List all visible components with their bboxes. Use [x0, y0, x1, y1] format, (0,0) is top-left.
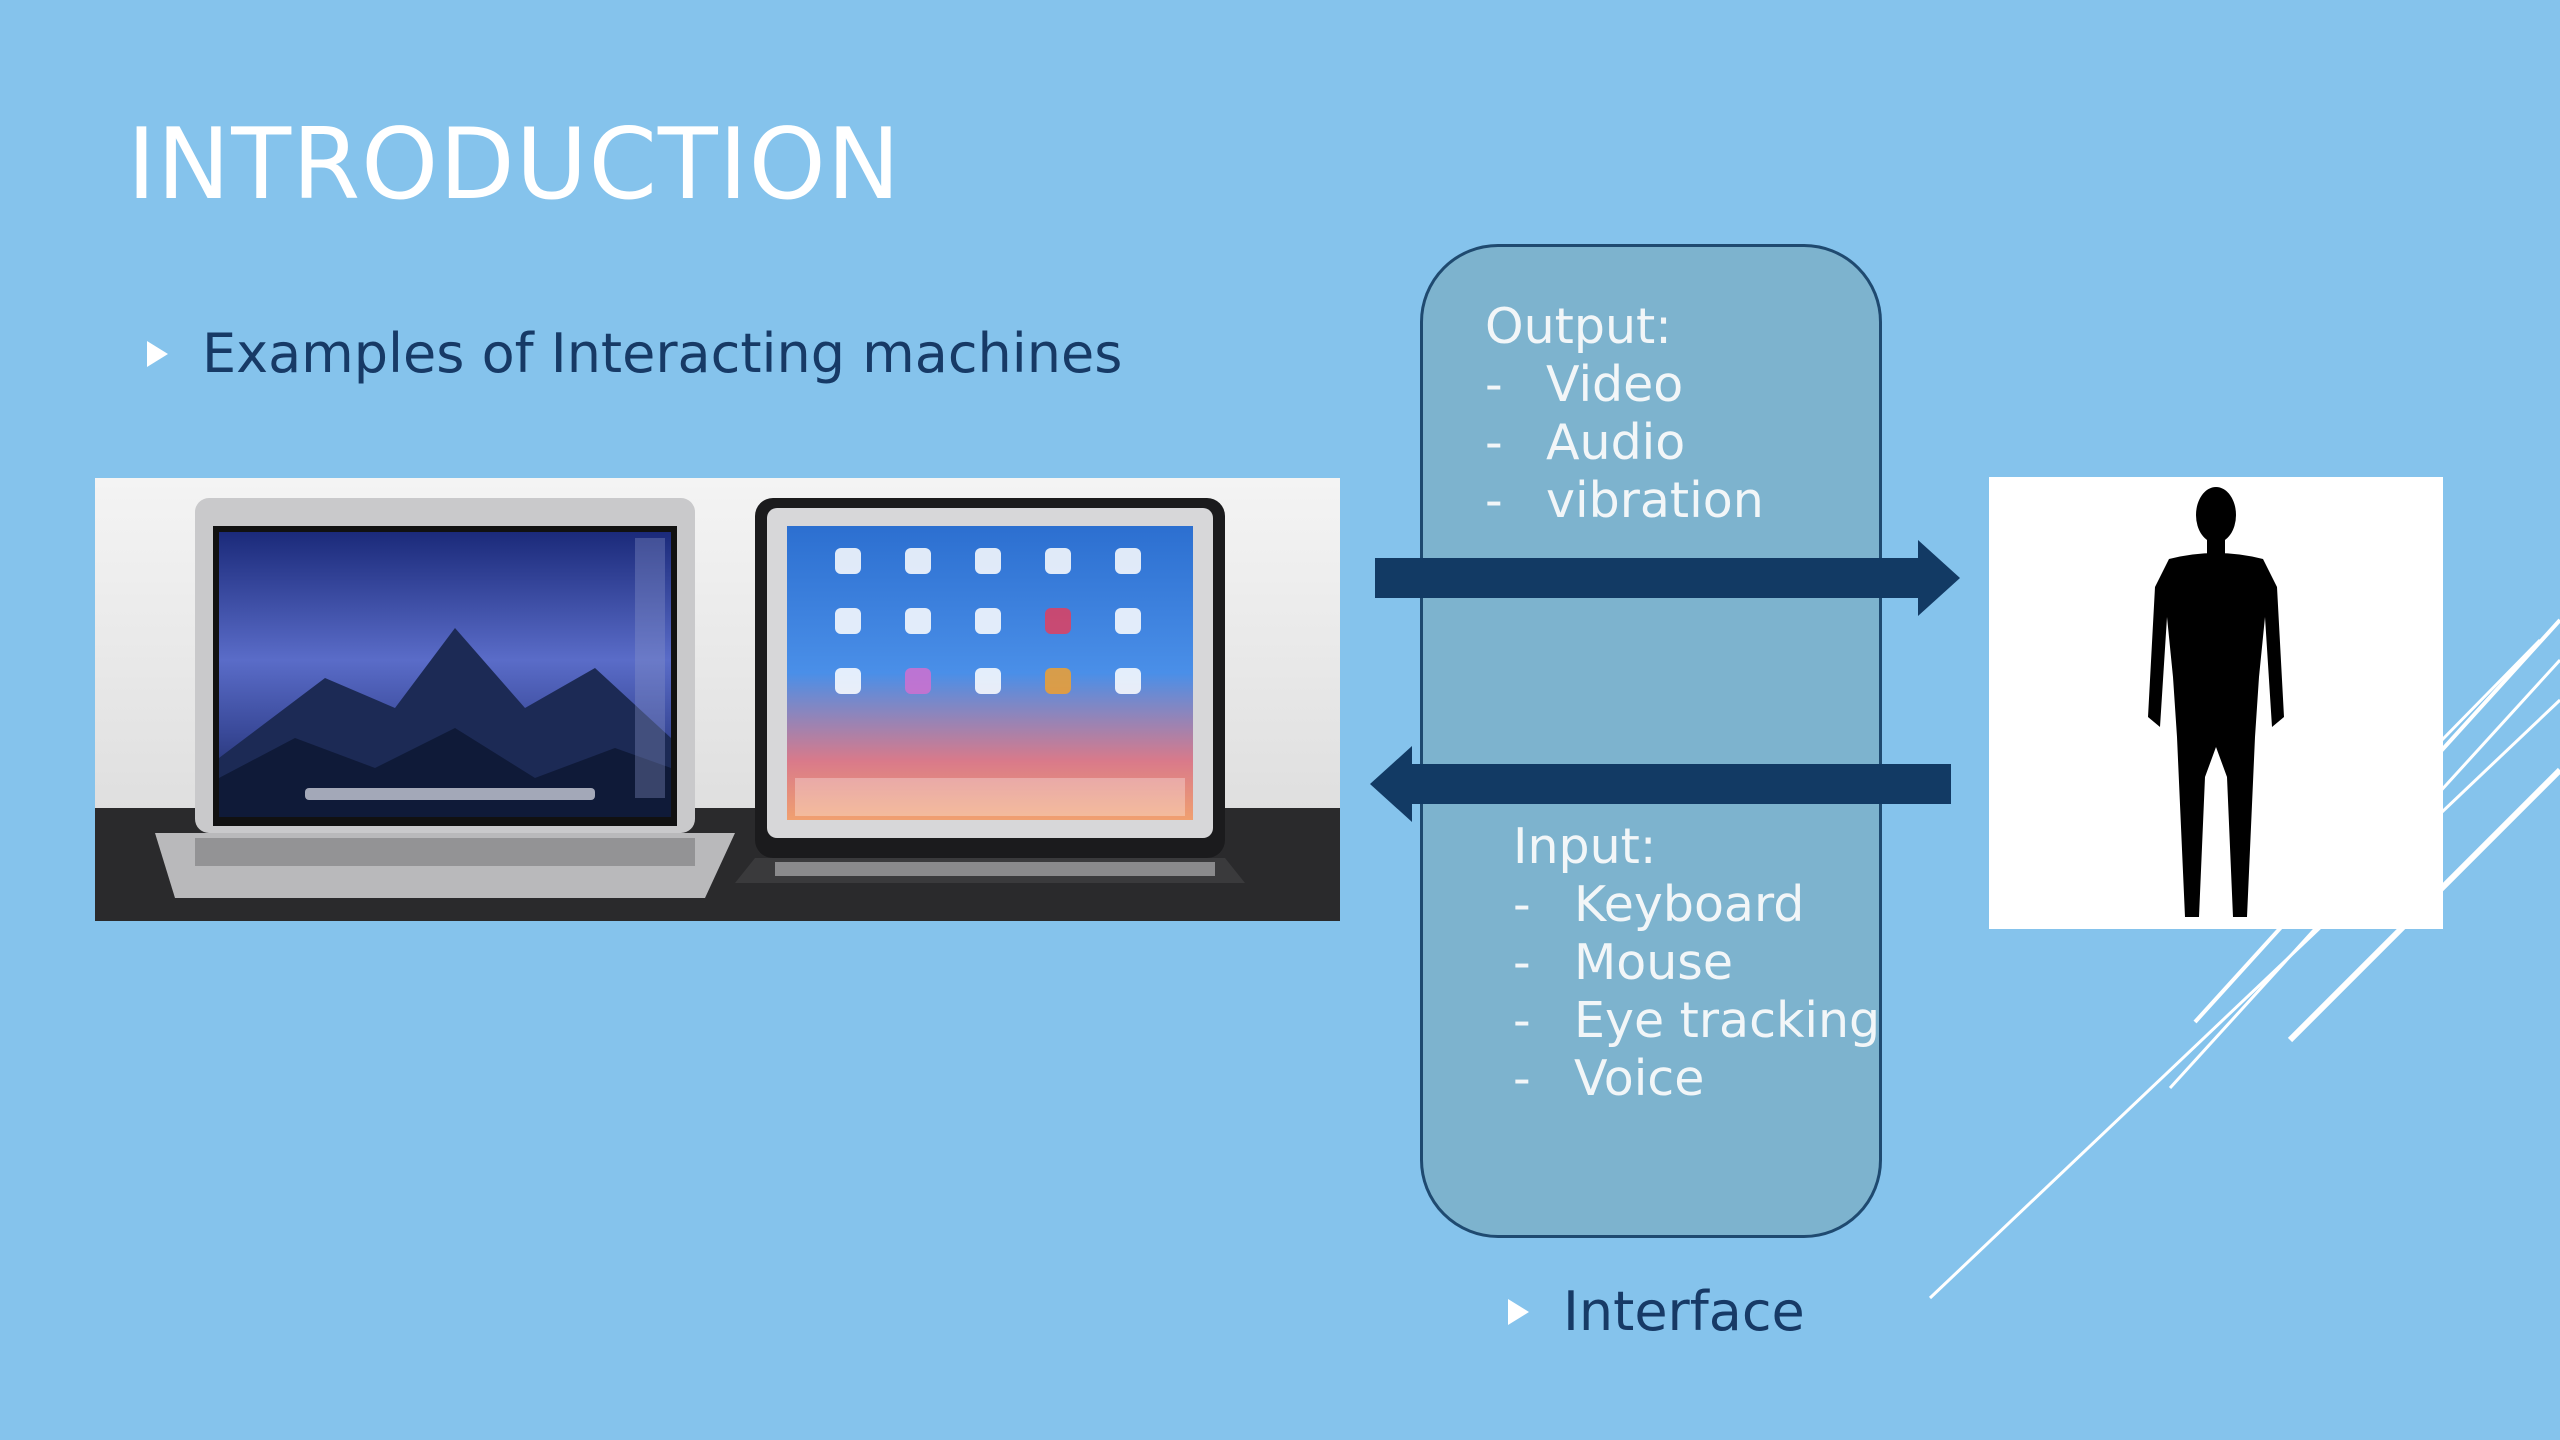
input-list: Input: -Keyboard -Mouse -Eye tracking -V… [1513, 818, 1880, 1108]
output-item: -vibration [1485, 472, 1764, 529]
human-image [1989, 477, 2443, 929]
output-item: -Audio [1485, 414, 1686, 471]
output-heading: Output: [1485, 298, 1672, 355]
input-item: -Voice [1513, 1050, 1705, 1107]
bullet-triangle-icon [1508, 1298, 1529, 1325]
bullet-interface: Interface [1508, 1280, 1805, 1343]
bullet-triangle-icon [147, 340, 168, 367]
output-item: -Video [1485, 356, 1684, 413]
bullet-interface-text: Interface [1563, 1280, 1805, 1343]
input-item-label: Keyboard [1574, 876, 1805, 933]
input-item-label: Mouse [1574, 934, 1733, 991]
input-item: -Keyboard [1513, 876, 1805, 933]
slide-title: INTRODUCTION [127, 108, 902, 222]
interface-box [1420, 244, 1882, 1238]
bullet-examples-text: Examples of Interacting machines [202, 322, 1123, 385]
output-item-label: Audio [1546, 414, 1686, 471]
input-item: -Eye tracking [1513, 992, 1881, 1049]
input-item: -Mouse [1513, 934, 1733, 991]
human-silhouette-icon [2148, 487, 2284, 917]
input-heading: Input: [1513, 818, 1657, 875]
output-list: Output: -Video -Audio -vibration [1485, 298, 1764, 530]
bullet-examples: Examples of Interacting machines [147, 322, 1122, 385]
output-item-label: Video [1546, 356, 1684, 413]
output-item-label: vibration [1546, 472, 1764, 529]
input-item-label: Eye tracking [1574, 992, 1881, 1049]
input-item-label: Voice [1574, 1050, 1705, 1107]
devices-photo [95, 478, 1340, 921]
